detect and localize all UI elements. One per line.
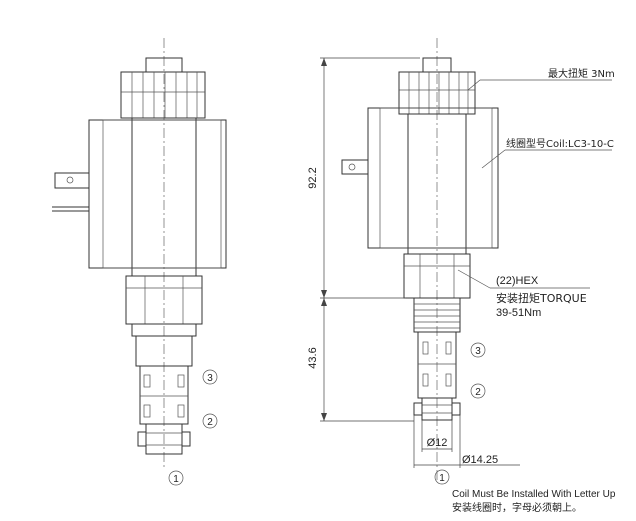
right-port-2: 2: [470, 383, 486, 399]
svg-text:43.6: 43.6: [307, 347, 319, 368]
dimension-dia-12: Ø12: [421, 420, 453, 452]
left-knurled-nut: [120, 71, 206, 119]
svg-text:Ø12: Ø12: [427, 437, 448, 449]
right-coil-body: [367, 107, 499, 249]
right-knurled-nut: [398, 71, 476, 115]
svg-text:92.2: 92.2: [307, 167, 319, 188]
svg-text:39-51Nm: 39-51Nm: [496, 307, 541, 319]
svg-text:1: 1: [439, 473, 445, 484]
svg-text:安装扭矩TORQUE: 安装扭矩TORQUE: [496, 291, 587, 305]
left-connector: [52, 172, 90, 212]
svg-text:3: 3: [207, 373, 213, 384]
left-port-1: 1: [168, 470, 184, 486]
svg-text:最大扭矩 3Nm: 最大扭矩 3Nm: [548, 67, 615, 80]
leader-coil-model: 线圈型号Coil:LC3-10-C: [481, 137, 614, 169]
right-port-3: 3: [470, 342, 486, 358]
leader-max-torque: 最大扭矩 3Nm: [467, 67, 615, 91]
dimension-92-2: 92.2: [307, 57, 420, 299]
leader-hex: (22)HEX 安装扭矩TORQUE 39-51Nm: [457, 269, 590, 319]
left-view: 3 2 1: [52, 38, 227, 486]
svg-text:2: 2: [207, 417, 213, 428]
right-port-1: 1: [434, 469, 450, 485]
left-port-3: 3: [202, 369, 218, 385]
dimension-43-6: 43.6: [307, 298, 414, 422]
left-cartridge-body: [131, 323, 197, 455]
right-connector: [341, 159, 369, 175]
dimension-dia-14-25: Ø14.25: [413, 415, 520, 468]
svg-text:(22)HEX: (22)HEX: [496, 275, 539, 287]
svg-text:Ø14.25: Ø14.25: [462, 454, 498, 466]
svg-text:2: 2: [475, 387, 481, 398]
note-chinese: 安装线圈时，字母必须朝上。: [452, 501, 582, 514]
right-cartridge-body: [413, 331, 461, 421]
svg-text:3: 3: [475, 346, 481, 357]
left-coil-body: [88, 119, 227, 269]
svg-text:线圈型号Coil:LC3-10-C: 线圈型号Coil:LC3-10-C: [506, 137, 614, 150]
note-english: Coil Must Be Installed With Letter Up: [452, 489, 616, 500]
svg-text:1: 1: [173, 474, 179, 485]
left-port-2: 2: [202, 413, 218, 429]
right-view: 3 2 1 92.2 43.6: [307, 38, 616, 514]
